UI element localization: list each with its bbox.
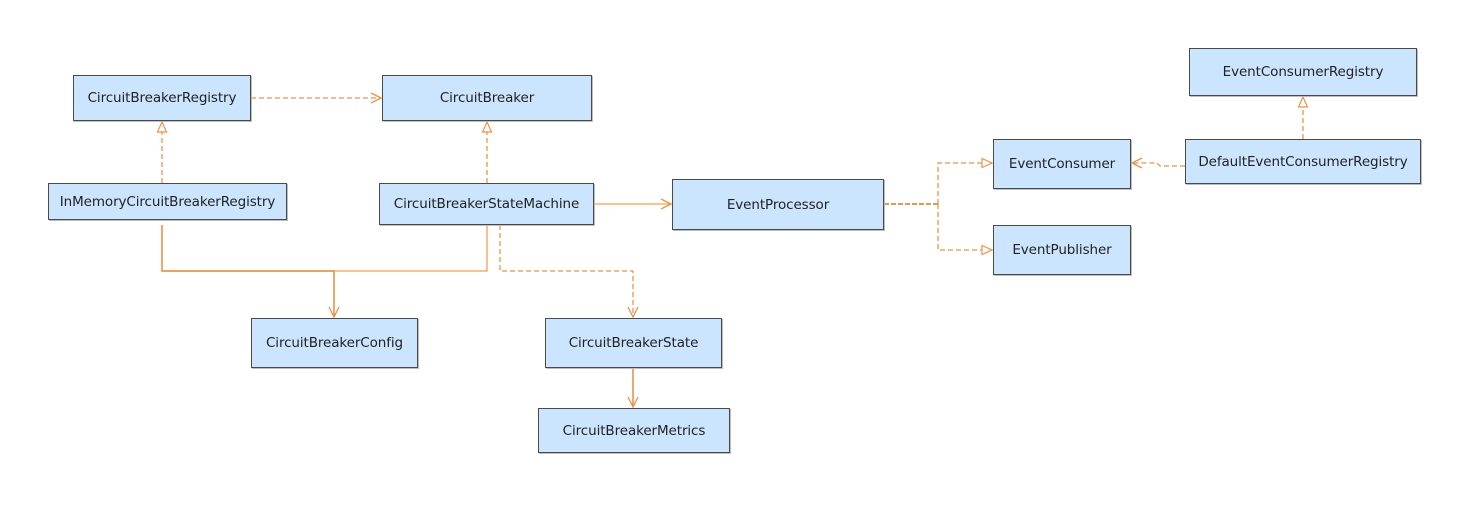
event-publisher-node[interactable]: EventPublisher [993,225,1131,275]
circuit-breaker-node[interactable]: CircuitBreaker [382,75,592,121]
node-label: CircuitBreakerConfig [265,335,404,351]
node-label: CircuitBreakerMetrics [562,422,706,439]
circuit-breaker-registry-node[interactable]: CircuitBreakerRegistry [73,75,251,121]
in-memory-circuit-breaker-registry-node[interactable]: InMemoryCircuitBreakerRegistry [48,183,287,220]
circuit-breaker-metrics-node[interactable]: CircuitBreakerMetrics [538,408,730,453]
node-label: EventPublisher [1012,242,1112,258]
event-consumer-registry-node[interactable]: EventConsumerRegistry [1189,48,1417,96]
default-event-consumer-registry-node[interactable]: DefaultEventConsumerRegistry [1185,139,1421,184]
node-label: CircuitBreakerRegistry [87,90,237,106]
edge-inmemory-to-config [161,225,334,317]
edge-eventprocessor-realizes-consumer [937,163,992,204]
circuit-breaker-config-node[interactable]: CircuitBreakerConfig [251,318,418,368]
node-label: CircuitBreakerStateMachine [393,196,580,212]
node-label: EventConsumerRegistry [1222,64,1384,80]
circuit-breaker-state-node[interactable]: CircuitBreakerState [545,318,722,368]
node-label: EventConsumer [1008,156,1116,172]
node-label: DefaultEventConsumerRegistry [1198,153,1408,170]
node-label: CircuitBreaker [439,90,535,106]
node-label: CircuitBreakerState [568,335,699,351]
event-processor-node[interactable]: EventProcessor [672,179,884,230]
node-label: InMemoryCircuitBreakerRegistry [59,193,276,210]
edge-defaultregistry-to-consumer [1132,163,1185,166]
node-label: EventProcessor [726,196,830,213]
edge-statemachine-to-config [334,225,488,272]
edge-eventprocessor-realizes-publisher [937,204,992,250]
edge-statemachine-to-state [499,225,633,317]
event-consumer-node[interactable]: EventConsumer [993,139,1131,189]
circuit-breaker-state-machine-node[interactable]: CircuitBreakerStateMachine [379,183,594,225]
